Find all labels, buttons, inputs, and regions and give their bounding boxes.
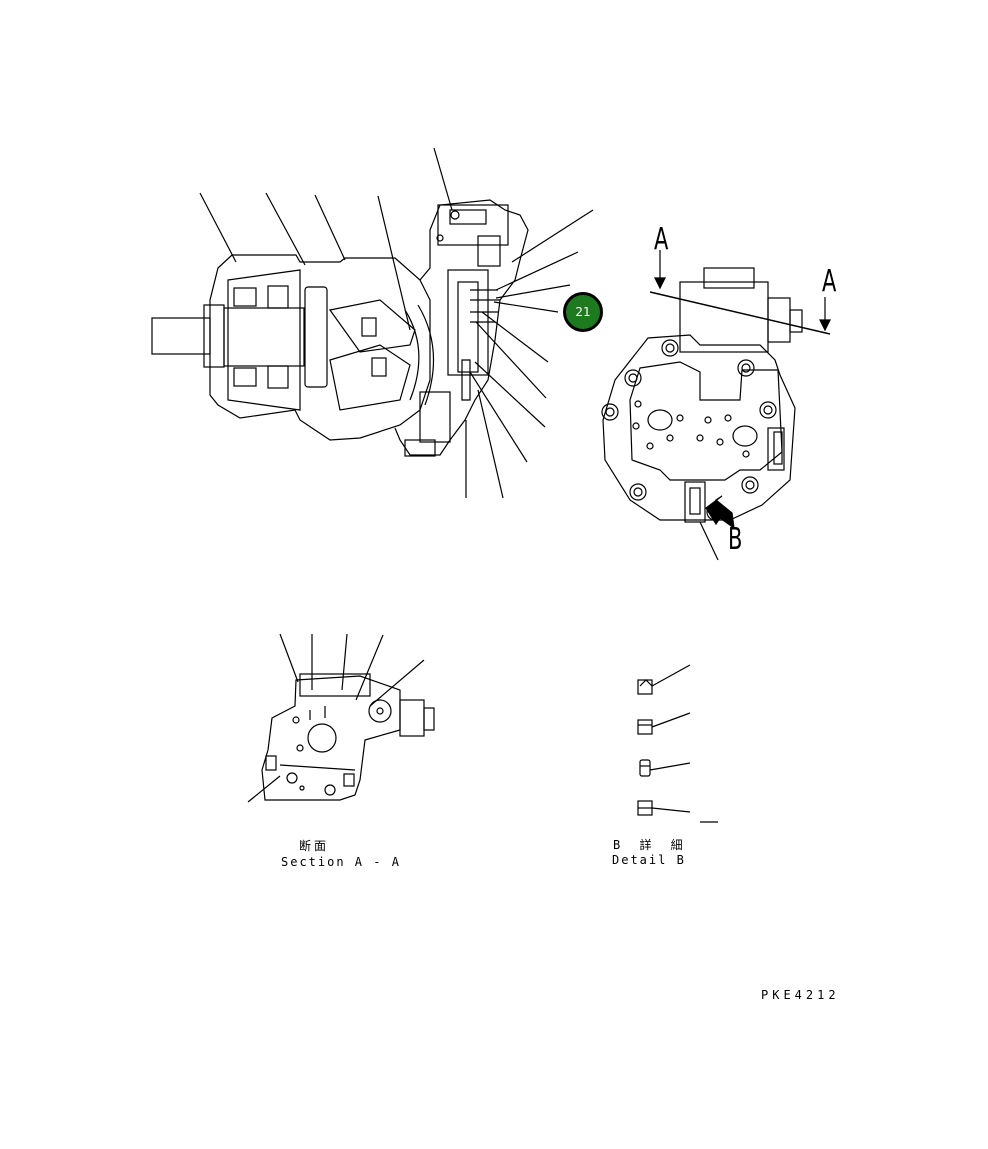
pump-end-view xyxy=(601,250,831,561)
section-marker-right: A xyxy=(822,264,837,299)
drawing-code: PKE4212 xyxy=(761,988,840,1002)
part-callout-number: 21 xyxy=(575,305,591,319)
pump-section-view xyxy=(151,147,594,499)
part-callout-21[interactable]: 21 xyxy=(563,292,603,332)
detail-b-view xyxy=(637,664,718,823)
section-title-en: Section A - A xyxy=(281,855,401,869)
detail-title-jp: B 詳 細 xyxy=(613,838,689,852)
detail-marker: B xyxy=(728,522,743,557)
section-marker-left: A xyxy=(654,222,669,257)
section-a-a-view xyxy=(247,633,435,803)
section-title-jp: 断面 xyxy=(299,839,330,853)
detail-title-en: Detail B xyxy=(612,853,686,867)
